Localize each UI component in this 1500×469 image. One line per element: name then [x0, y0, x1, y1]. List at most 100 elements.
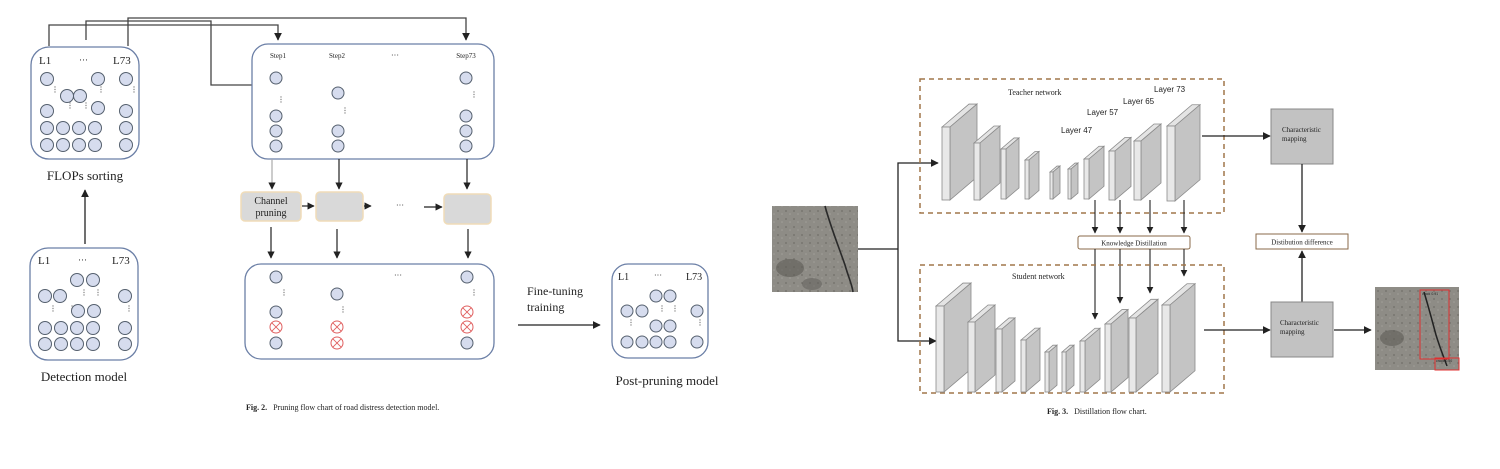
neuron-node — [269, 124, 283, 138]
vertical-ellipsis — [630, 321, 632, 324]
teacher-layer — [972, 125, 1002, 201]
neuron-node — [54, 337, 68, 351]
neuron-node — [88, 138, 102, 152]
distribution-difference-box — [1255, 233, 1349, 250]
bbox-2-label: crack 0.50 — [1436, 359, 1452, 363]
neuron-node — [40, 121, 54, 135]
post-layer-last: L73 — [686, 272, 702, 283]
arrows-pruning-to-pruned — [267, 227, 472, 259]
teacher-layer — [1082, 145, 1106, 200]
neuron-node — [663, 335, 677, 349]
student-layer — [1043, 344, 1059, 393]
vertical-ellipsis — [128, 305, 130, 307]
vertical-ellipsis — [83, 291, 85, 294]
vertical-ellipsis — [699, 321, 701, 324]
vertical-ellipsis — [133, 86, 135, 88]
vertical-ellipsis — [52, 307, 54, 310]
pruned-nodes — [269, 270, 475, 350]
kd-to-student-arrows — [1091, 249, 1188, 320]
neuron-node — [87, 304, 101, 318]
neuron-node — [459, 139, 473, 153]
neuron-node — [118, 321, 132, 335]
vertical-ellipsis — [69, 104, 71, 107]
neuron-node — [620, 304, 634, 318]
teacher-mapping-line2: mapping — [1282, 135, 1307, 143]
teacher-layer — [1165, 103, 1202, 202]
vertical-ellipsis — [661, 305, 663, 307]
neuron-node — [118, 337, 132, 351]
layer-57-label: Layer 57 — [1087, 108, 1119, 117]
channel-pruning-line2: pruning — [255, 208, 286, 219]
neuron-node — [635, 335, 649, 349]
pruned-node — [269, 320, 283, 334]
neuron-node — [635, 304, 649, 318]
teacher-layer — [1132, 123, 1163, 201]
vertical-ellipsis — [97, 291, 99, 294]
vertical-ellipsis — [473, 289, 475, 291]
pruned-node — [460, 305, 474, 319]
vertical-ellipsis — [342, 311, 344, 313]
neuron-node — [460, 336, 474, 350]
fig3-distillation-flowchart: Teacher network Layer 47 Layer 57 Layer … — [772, 78, 1460, 416]
neuron-node — [269, 336, 283, 350]
post-pruning-panel: L1 ··· L73 Post-pruning model — [611, 263, 719, 388]
arrows-steps-to-pruning — [268, 159, 471, 190]
teacher-layers — [940, 103, 1202, 202]
student-layers — [934, 282, 1197, 393]
vertical-ellipsis — [97, 289, 99, 291]
vertical-ellipsis — [661, 310, 663, 312]
pruned-panel: ··· — [244, 263, 495, 360]
channel-pruning-line1: Channel — [254, 196, 288, 207]
neuron-node — [88, 121, 102, 135]
neuron-node — [459, 71, 473, 85]
pruning-box-2 — [315, 191, 364, 222]
detection-nodes — [38, 273, 132, 351]
bbox-1-label: crack 0.91 — [1422, 292, 1438, 296]
vertical-ellipsis — [699, 319, 701, 321]
neuron-node — [460, 270, 474, 284]
detection-model-panel: L1 ··· L73 Detection model — [29, 247, 139, 384]
neuron-node — [119, 138, 133, 152]
pruned-node — [330, 336, 344, 350]
neuron-node — [86, 273, 100, 287]
neuron-node — [86, 321, 100, 335]
student-characteristic-mapping — [1270, 301, 1334, 358]
pruned-ellipsis: ··· — [394, 271, 402, 280]
neuron-node — [91, 101, 105, 115]
teacher-layer — [999, 137, 1021, 200]
vertical-ellipsis — [97, 294, 99, 296]
post-pruning-label: Post-pruning model — [616, 373, 719, 388]
teacher-layer — [1023, 150, 1041, 200]
neuron-node — [620, 335, 634, 349]
vertical-ellipsis — [100, 88, 102, 91]
fig3-caption: Fig. 3. Distillation flow chart. — [1047, 407, 1147, 416]
flops-nodes — [40, 72, 135, 152]
vertical-ellipsis — [674, 305, 676, 307]
detection-ellipsis: ··· — [78, 255, 87, 265]
channel-pruning-box — [240, 191, 302, 222]
neuron-node — [118, 289, 132, 303]
neuron-node — [40, 104, 54, 118]
student-layer — [1060, 344, 1076, 393]
vertical-ellipsis — [54, 88, 56, 91]
neuron-node — [119, 72, 133, 86]
detection-layer-first: L1 — [38, 255, 50, 267]
vertical-ellipsis — [344, 107, 346, 109]
vertical-ellipsis — [100, 91, 102, 93]
input-crack-image — [772, 205, 858, 293]
teacher-network-box — [919, 78, 1225, 214]
student-layer — [966, 304, 997, 393]
fine-tuning-line1: Fine-tuning — [527, 284, 583, 298]
neuron-node — [459, 124, 473, 138]
teacher-layer — [1048, 165, 1062, 200]
teacher-network-label: Teacher network — [1008, 88, 1061, 97]
distribution-difference-label: Distibution difference — [1271, 239, 1333, 247]
step1-label: Step1 — [270, 52, 286, 60]
neuron-node — [38, 337, 52, 351]
student-layer — [1019, 327, 1042, 393]
neuron-node — [54, 321, 68, 335]
step2-label: Step2 — [329, 52, 345, 60]
vertical-ellipsis — [283, 291, 285, 294]
neuron-node — [649, 319, 663, 333]
input-branch-connector — [858, 159, 939, 345]
